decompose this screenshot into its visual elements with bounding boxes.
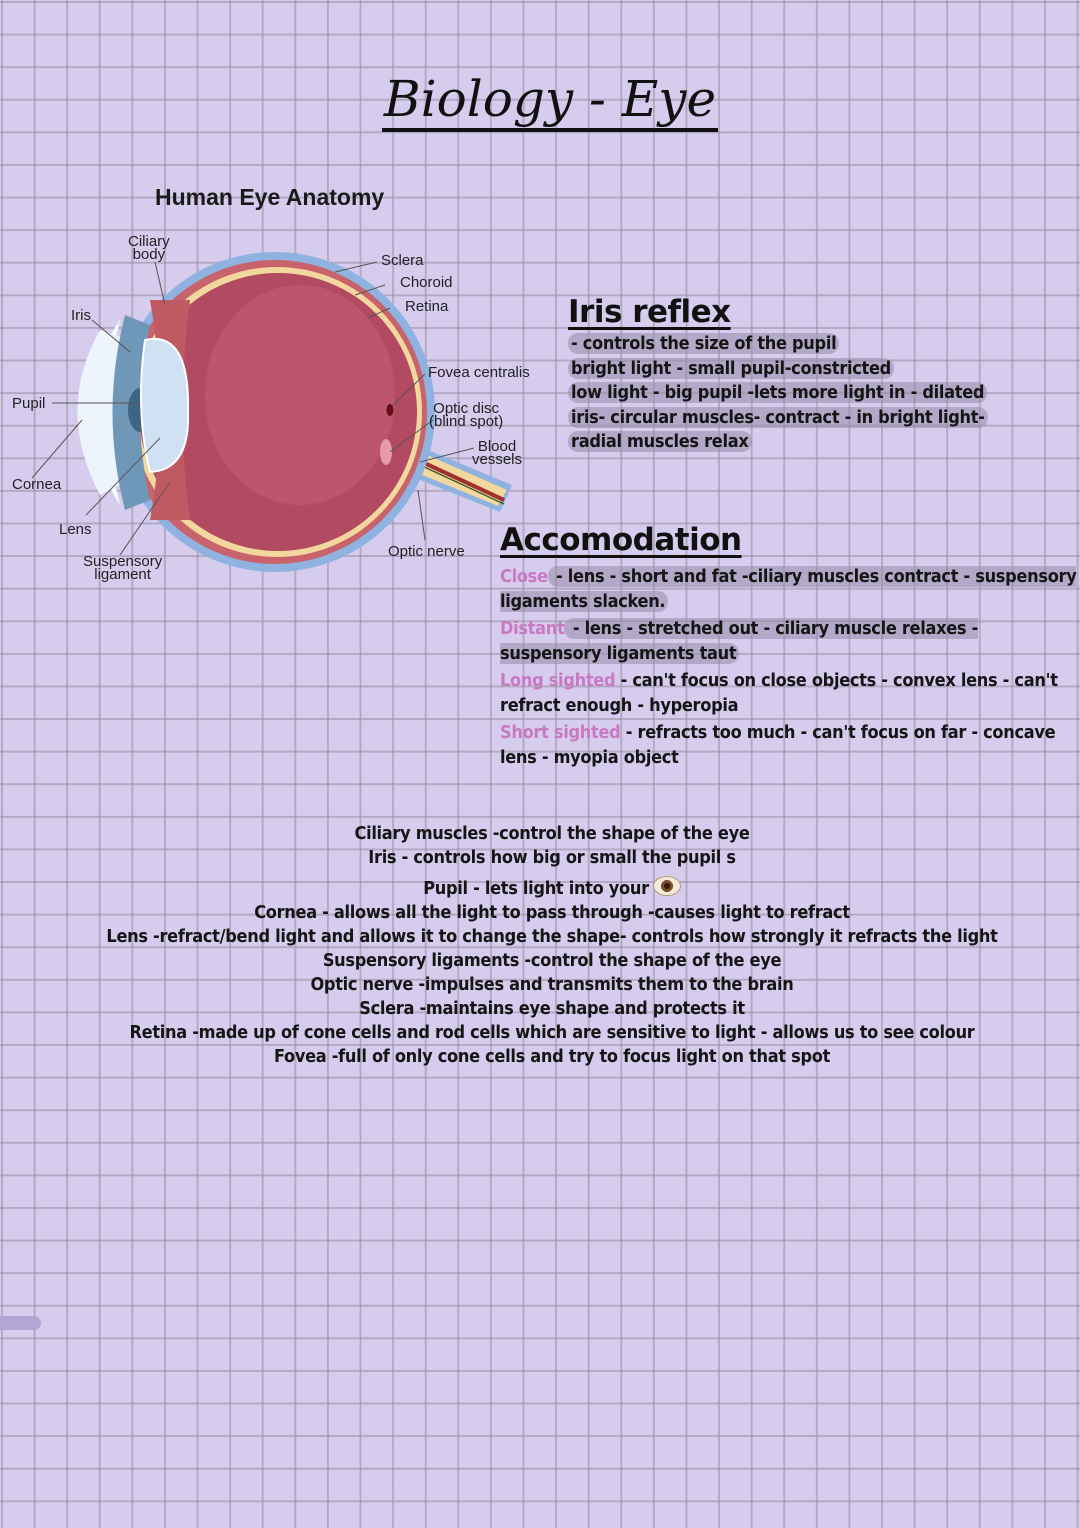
accommodation-heading: Accomodation: [500, 522, 742, 558]
label-sclera: Sclera: [381, 252, 424, 269]
label-choroid: Choroid: [400, 274, 453, 291]
eye-icon: [652, 876, 681, 896]
label-lens: Lens: [59, 521, 92, 538]
accommodation-item-short-sighted: Short sighted - refracts too much - can'…: [500, 722, 1056, 768]
accommodation-item-close: Close - lens - short and fat -ciliary mu…: [500, 566, 1077, 612]
side-scroll-handle[interactable]: [0, 1316, 41, 1330]
accommodation-notes: Close - lens - short and fat -ciliary mu…: [500, 565, 1080, 773]
iris-reflex-heading: Iris reflex: [568, 294, 731, 330]
accommodation-item-long-sighted: Long sighted - can't focus on close obje…: [500, 670, 1058, 716]
accommodation-item-distant: Distant - lens - stretched out - ciliary…: [500, 618, 979, 664]
diagram-title: Human Eye Anatomy: [155, 184, 385, 210]
definition-iris: Iris - controls how big or small the pup…: [368, 847, 736, 868]
page-title: Biology - Eye: [0, 70, 1080, 132]
definition-sclera: Sclera -maintains eye shape and protects…: [359, 998, 745, 1019]
iris-reflex-line: low light - big pupil -lets more light i…: [568, 381, 1068, 406]
eye-anatomy-diagram: [31, 252, 512, 572]
label-optic-disc: Optic disc(blind spot): [429, 400, 504, 430]
definitions-list: Ciliary muscles -control the shape of th…: [0, 822, 1080, 1069]
iris-reflex-line: radial muscles relax: [568, 430, 1068, 455]
label-cornea: Cornea: [12, 476, 62, 493]
definition-fovea: Fovea -full of only cone cells and try t…: [273, 1046, 831, 1067]
definition-ciliary: Ciliary muscles -control the shape of th…: [354, 823, 750, 844]
definition-pupil: Pupil - lets light into your: [0, 876, 1080, 901]
definition-suspensory: Suspensory ligaments -control the shape …: [322, 950, 782, 971]
label-pupil: Pupil: [12, 395, 46, 412]
iris-reflex-notes: - controls the size of the pupil bright …: [568, 332, 1068, 455]
iris-reflex-line: iris- circular muscles- contract - in br…: [568, 406, 1068, 431]
label-iris: Iris: [71, 307, 91, 324]
iris-reflex-line: bright light - small pupil-constricted: [568, 357, 1068, 382]
label-fovea-centralis: Fovea centralis: [428, 364, 530, 381]
label-optic-nerve: Optic nerve: [388, 543, 465, 560]
definition-cornea: Cornea - allows all the light to pass th…: [254, 902, 850, 923]
iris-reflex-line: - controls the size of the pupil: [568, 332, 1068, 357]
definition-retina: Retina -made up of cone cells and rod ce…: [129, 1022, 975, 1043]
definition-optic-nerve: Optic nerve -impulses and transmits them…: [310, 974, 794, 995]
definition-lens: Lens -refract/bend light and allows it t…: [106, 926, 998, 947]
label-retina: Retina: [405, 298, 449, 315]
